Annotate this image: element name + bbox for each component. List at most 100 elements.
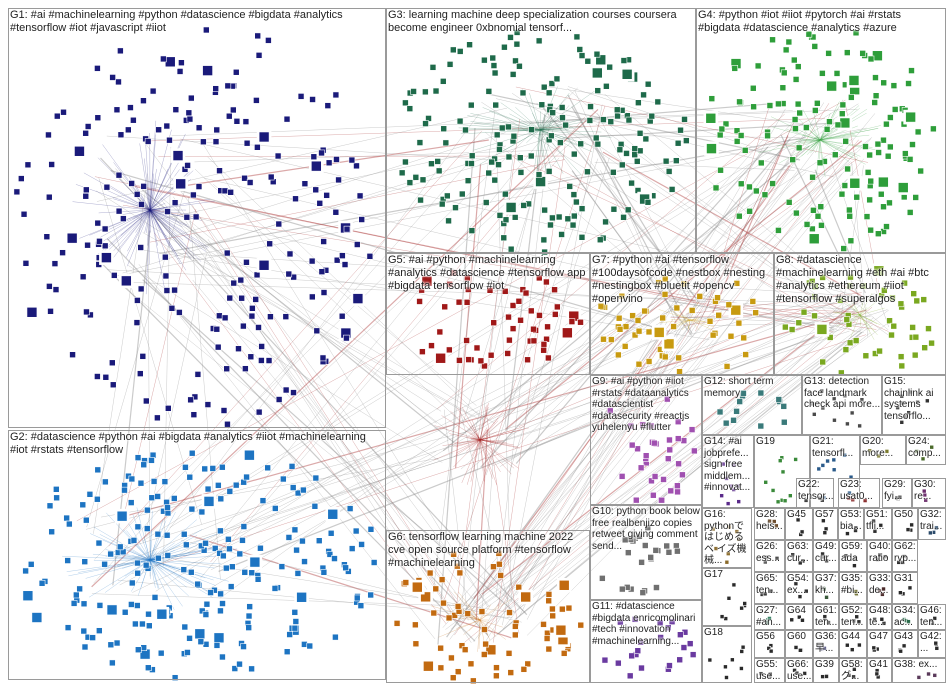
node[interactable] <box>925 398 930 404</box>
node[interactable] <box>467 660 475 668</box>
node[interactable] <box>426 569 434 577</box>
node[interactable] <box>96 238 103 245</box>
node[interactable] <box>578 234 586 241</box>
node[interactable] <box>795 517 801 523</box>
node[interactable] <box>144 138 152 145</box>
node[interactable] <box>505 202 517 213</box>
node[interactable] <box>223 365 231 373</box>
node[interactable] <box>464 274 471 282</box>
node[interactable] <box>512 57 519 65</box>
node[interactable] <box>217 527 224 535</box>
node[interactable] <box>849 177 861 189</box>
node[interactable] <box>115 207 123 215</box>
group-panel-g16[interactable]: G16: pythonで はじめるベ イズ機械... <box>702 508 752 568</box>
node[interactable] <box>877 552 883 558</box>
node[interactable] <box>178 59 185 66</box>
node[interactable] <box>906 156 914 163</box>
node[interactable] <box>886 199 893 207</box>
node[interactable] <box>51 260 59 267</box>
node[interactable] <box>528 126 535 133</box>
node[interactable] <box>634 647 642 655</box>
node[interactable] <box>94 495 101 503</box>
node[interactable] <box>505 313 512 321</box>
node[interactable] <box>663 338 675 350</box>
node[interactable] <box>419 348 426 355</box>
group-panel-g11[interactable]: G11: #datascience #bigdata enricomolinar… <box>590 600 702 683</box>
node[interactable] <box>230 279 238 287</box>
node[interactable] <box>140 183 147 190</box>
group-panel-g26[interactable]: G26: ess... <box>754 540 785 572</box>
node[interactable] <box>859 50 866 57</box>
node[interactable] <box>599 575 606 582</box>
node[interactable] <box>511 631 519 639</box>
node[interactable] <box>285 534 293 541</box>
node[interactable] <box>79 273 87 281</box>
node[interactable] <box>799 529 805 535</box>
node[interactable] <box>767 518 772 524</box>
node[interactable] <box>338 312 346 320</box>
node[interactable] <box>875 557 880 562</box>
node[interactable] <box>714 294 721 301</box>
group-panel-g44[interactable]: G44 <box>839 630 867 658</box>
node[interactable] <box>880 592 885 597</box>
node[interactable] <box>274 152 282 160</box>
node[interactable] <box>86 491 94 498</box>
node[interactable] <box>661 275 669 283</box>
node[interactable] <box>66 232 78 244</box>
node[interactable] <box>551 286 558 294</box>
node[interactable] <box>82 192 90 200</box>
node[interactable] <box>520 591 531 603</box>
node[interactable] <box>831 151 839 159</box>
node[interactable] <box>83 186 90 194</box>
node[interactable] <box>715 311 723 319</box>
node[interactable] <box>280 475 287 483</box>
node[interactable] <box>558 231 565 238</box>
node[interactable] <box>746 183 753 191</box>
node[interactable] <box>785 38 793 46</box>
node[interactable] <box>803 124 810 131</box>
node[interactable] <box>722 419 730 427</box>
node[interactable] <box>20 210 28 218</box>
node[interactable] <box>117 131 125 139</box>
node[interactable] <box>406 105 414 112</box>
node[interactable] <box>448 654 455 662</box>
node[interactable] <box>811 43 819 50</box>
node[interactable] <box>843 49 851 56</box>
node[interactable] <box>421 275 433 287</box>
node[interactable] <box>468 152 476 160</box>
node[interactable] <box>316 200 324 207</box>
node[interactable] <box>254 32 262 40</box>
node[interactable] <box>668 618 676 626</box>
node[interactable] <box>490 62 498 69</box>
node[interactable] <box>495 161 502 168</box>
node[interactable] <box>436 328 444 336</box>
node[interactable] <box>45 193 53 201</box>
node[interactable] <box>618 161 626 169</box>
group-panel-g63[interactable]: G63: cur... <box>785 540 813 572</box>
node[interactable] <box>285 270 293 278</box>
node[interactable] <box>871 99 878 106</box>
node[interactable] <box>201 465 209 473</box>
node[interactable] <box>739 666 744 671</box>
node[interactable] <box>615 659 622 667</box>
node[interactable] <box>125 126 132 134</box>
node[interactable] <box>737 132 745 139</box>
node[interactable] <box>899 420 905 425</box>
node[interactable] <box>283 115 291 123</box>
node[interactable] <box>792 76 800 83</box>
node[interactable] <box>898 648 903 654</box>
group-panel-g39[interactable]: G39 <box>813 658 839 683</box>
node[interactable] <box>742 601 747 606</box>
group-panel-g43[interactable]: G43 <box>892 630 918 658</box>
node[interactable] <box>789 617 795 623</box>
node[interactable] <box>846 206 853 214</box>
node[interactable] <box>816 159 824 167</box>
node[interactable] <box>506 609 513 616</box>
node[interactable] <box>286 250 294 258</box>
node[interactable] <box>493 131 501 139</box>
node[interactable] <box>282 386 290 394</box>
node[interactable] <box>481 56 488 64</box>
group-panel-g5[interactable]: G5: #ai #python #machinelearning #analyt… <box>386 253 590 375</box>
node[interactable] <box>867 177 875 185</box>
node[interactable] <box>148 457 155 464</box>
